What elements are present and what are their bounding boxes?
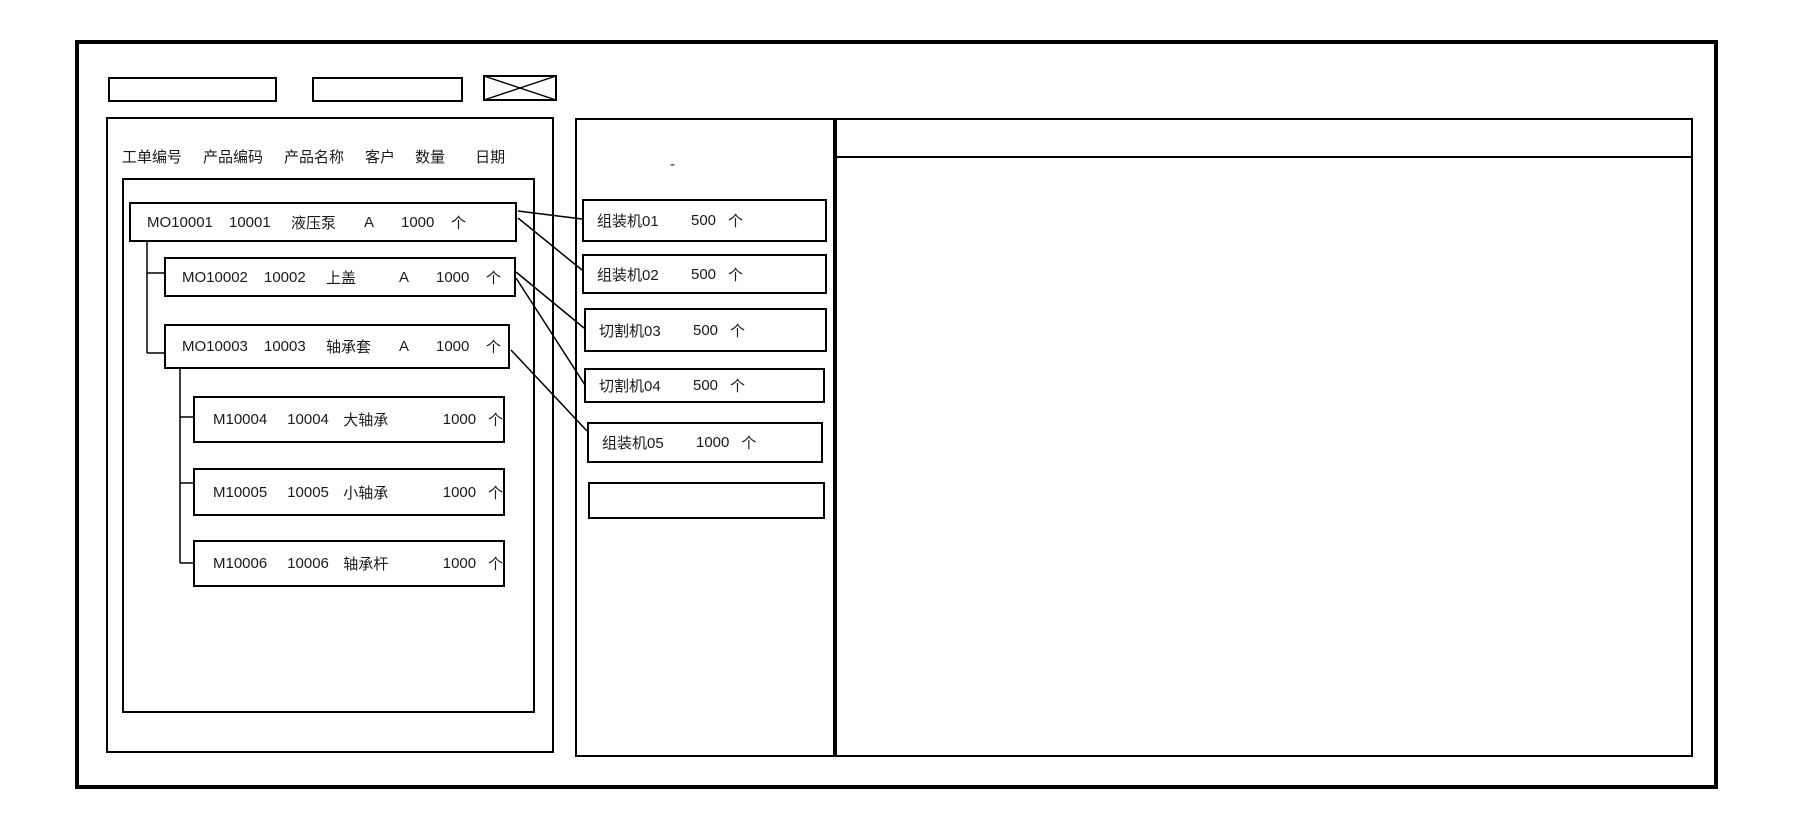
machine-unit: 个	[728, 213, 744, 230]
work-order-panel	[106, 117, 554, 753]
product-code: 10001	[229, 213, 271, 231]
product-code: 10004	[287, 411, 329, 428]
column-label-product-code: 产品编码	[203, 148, 264, 166]
quantity: 1000	[442, 411, 477, 428]
machine-panel-placeholder-mark: -	[670, 156, 675, 173]
machine-unit: 个	[730, 378, 746, 395]
unit: 个	[486, 269, 502, 287]
machine-slot-zuzhuangji01[interactable]: 组装机01 500 个	[582, 199, 827, 242]
machine-unit: 个	[741, 435, 757, 452]
column-label-product-name: 产品名称	[284, 148, 345, 166]
customer: A	[399, 268, 410, 286]
work-order-node-m10006[interactable]: M10006 10006 轴承杆 1000 个	[193, 540, 505, 587]
order-no: MO10001	[147, 213, 213, 231]
product-code: 10002	[264, 268, 306, 286]
toolbar-input-2[interactable]	[312, 77, 463, 102]
machine-name: 组装机01	[597, 213, 659, 230]
machine-slot-qiegeji03[interactable]: 切割机03 500 个	[584, 308, 827, 352]
image-placeholder-icon[interactable]	[483, 75, 557, 101]
machine-name: 切割机04	[599, 378, 661, 395]
toolbar-input-1[interactable]	[108, 77, 277, 102]
machine-qty: 500	[693, 321, 719, 339]
machine-name: 切割机03	[599, 322, 661, 340]
product-name: 轴承套	[326, 339, 372, 356]
machine-qty: 1000	[696, 434, 730, 451]
column-label-date: 日期	[475, 148, 506, 166]
order-no: M10004	[213, 411, 268, 428]
unit: 个	[486, 339, 502, 356]
product-name: 上盖	[326, 269, 357, 287]
work-order-column-header: 工单编号 产品编码 产品名称 客户 数量 日期	[122, 147, 506, 166]
quantity: 1000	[442, 483, 477, 501]
product-name: 大轴承	[343, 412, 389, 429]
quantity: 1000	[436, 338, 470, 355]
work-order-node-mo10002[interactable]: MO10002 10002 上盖 A 1000 个	[164, 257, 516, 297]
order-no: M10005	[213, 483, 268, 501]
quantity: 1000	[442, 555, 477, 572]
product-name: 小轴承	[343, 484, 389, 502]
customer: A	[364, 213, 375, 231]
unit: 个	[451, 214, 467, 232]
product-name: 液压泵	[291, 214, 337, 232]
product-name: 轴承杆	[343, 556, 389, 573]
column-label-quantity: 数量	[415, 148, 446, 166]
order-no: M10006	[213, 555, 268, 572]
quantity: 1000	[401, 213, 435, 231]
machine-name: 组装机02	[597, 266, 659, 284]
machine-qty: 500	[691, 265, 717, 283]
unit: 个	[487, 556, 503, 573]
product-code: 10006	[287, 555, 329, 572]
column-label-order-no: 工单编号	[122, 148, 183, 166]
machine-qty: 500	[691, 212, 717, 229]
order-no: MO10003	[182, 338, 248, 355]
machine-name: 组装机05	[602, 435, 664, 452]
machine-unit: 个	[730, 322, 746, 340]
schedule-panel-header-divider	[837, 156, 1691, 158]
work-order-node-m10004[interactable]: M10004 10004 大轴承 1000 个	[193, 396, 505, 443]
quantity: 1000	[436, 268, 470, 286]
product-code: 10005	[287, 483, 329, 501]
order-no: MO10002	[182, 268, 248, 286]
machine-slot-zuzhuangji02[interactable]: 组装机02 500 个	[582, 254, 827, 294]
product-code: 10003	[264, 338, 306, 355]
machine-slot-qiegeji04[interactable]: 切割机04 500 个	[584, 368, 825, 403]
work-order-node-mo10003[interactable]: MO10003 10003 轴承套 A 1000 个	[164, 324, 510, 369]
unit: 个	[487, 484, 503, 502]
machine-unit: 个	[728, 266, 744, 284]
machine-slot-empty[interactable]	[588, 482, 825, 519]
customer: A	[399, 338, 410, 355]
unit: 个	[487, 412, 503, 429]
machine-qty: 500	[693, 377, 719, 394]
work-order-tree-container	[122, 178, 535, 713]
schedule-panel	[835, 118, 1693, 757]
column-label-customer: 客户	[365, 148, 396, 166]
work-order-node-m10005[interactable]: M10005 10005 小轴承 1000 个	[193, 468, 505, 516]
machine-slot-zuzhuangji05[interactable]: 组装机05 1000 个	[587, 422, 823, 463]
machine-allocation-panel	[575, 118, 835, 757]
work-order-node-mo10001[interactable]: MO10001 10001 液压泵 A 1000 个	[129, 202, 517, 242]
